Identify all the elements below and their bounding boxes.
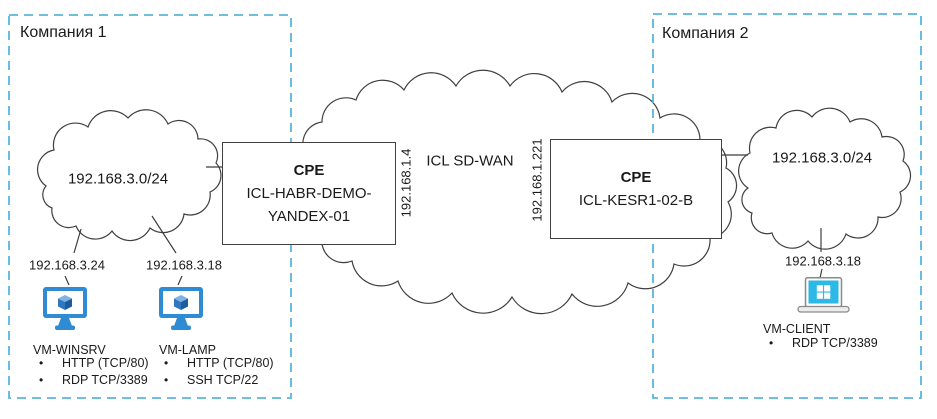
vm-winsrv-service-2: • RDP TCP/3389 (36, 373, 148, 387)
vm-winsrv-icon (42, 285, 88, 332)
vm-winsrv-ip: 192.168.3.24 (29, 257, 105, 273)
vm-client-service-1: • RDP TCP/3389 (766, 336, 878, 350)
bullet-icon: • (39, 373, 44, 387)
vm-winsrv-name: VM-WINSRV (33, 343, 106, 357)
cpe1-box: CPE ICL-HABR-DEMO- YANDEX-01 (222, 142, 396, 245)
vm-winsrv-service-1-label: HTTP (TCP/80) (62, 356, 149, 370)
vm-client-service-1-label: RDP TCP/3389 (792, 336, 878, 350)
sdwan-label: ICL SD-WAN (426, 152, 514, 170)
cpe1-title: CPE (293, 161, 325, 179)
vm-lamp-name: VM-LAMP (159, 343, 216, 357)
lan1-subnet-label: 192.168.3.0/24 (67, 170, 169, 188)
link-lan1-vm-lamp (151, 215, 177, 254)
vm-client-name: VM-CLIENT (763, 322, 831, 336)
vm-lamp-ip: 192.168.3.18 (146, 257, 222, 273)
vm-lamp-icon (158, 285, 204, 332)
bullet-icon: • (164, 356, 169, 370)
cpe1-name-line2: YANDEX-01 (267, 208, 351, 226)
sdwan-cloud (295, 69, 738, 315)
vm-lamp-service-1-label: HTTP (TCP/80) (187, 356, 274, 370)
cpe2-wan-ip: 192.168.1.221 (529, 138, 545, 222)
cpe1-wan-ip: 192.168.1.4 (398, 148, 414, 218)
tick-vm-winsrv (64, 275, 70, 286)
vm-lamp-service-2: • SSH TCP/22 (161, 373, 258, 387)
cpe2-title: CPE (620, 168, 652, 186)
lan2-subnet-label: 192.168.3.0/24 (771, 149, 873, 167)
vm-winsrv-service-1: • HTTP (TCP/80) (36, 356, 149, 370)
tick-vm-lamp (177, 275, 183, 286)
bullet-icon: • (164, 373, 169, 387)
company1-title: Компания 1 (20, 24, 107, 41)
vm-winsrv-service-2-label: RDP TCP/3389 (62, 373, 148, 387)
cpe1-name-line1: ICL-HABR-DEMO- (246, 184, 372, 202)
lan1-cloud (36, 109, 222, 242)
vm-client-laptop-icon (797, 277, 850, 317)
vm-client-ip: 192.168.3.18 (785, 253, 861, 269)
vm-lamp-service-1: • HTTP (TCP/80) (161, 356, 274, 370)
company2-title: Компания 2 (662, 25, 749, 42)
vm-lamp-service-2-label: SSH TCP/22 (187, 373, 259, 387)
lan2-cloud (738, 107, 912, 250)
link-lan1-vm-winsrv (73, 228, 82, 254)
bullet-icon: • (769, 336, 774, 350)
connector-lines (64, 154, 823, 286)
bullet-icon: • (39, 356, 44, 370)
cpe2-name: ICL-KESR1-02-B (578, 192, 694, 209)
tick-vm-client (819, 268, 823, 279)
cpe2-box: CPE ICL-KESR1-02-B (550, 139, 722, 239)
